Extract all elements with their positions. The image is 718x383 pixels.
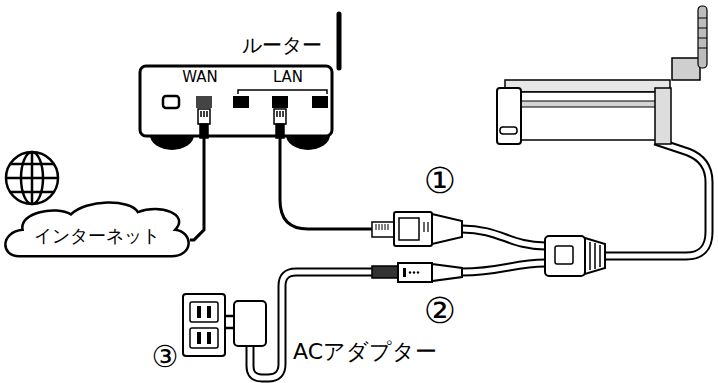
camera <box>497 88 521 144</box>
camera-cable <box>462 229 545 246</box>
dc-connector <box>409 271 411 273</box>
router-body <box>238 90 327 94</box>
ac-adapter <box>190 328 218 348</box>
rj45-plug <box>198 109 210 124</box>
camera-cable <box>462 263 545 272</box>
rj45-plug <box>200 124 208 138</box>
camera <box>497 6 707 144</box>
lan-connector <box>399 218 419 240</box>
cable-junction <box>555 246 573 264</box>
rj45-plug <box>274 109 286 124</box>
network-cable <box>190 135 204 240</box>
router: ルーター WAN LAN <box>140 28 335 135</box>
lan-cable <box>280 136 374 229</box>
cable-junction <box>585 238 605 274</box>
camera-cable <box>462 263 545 272</box>
camera <box>698 6 707 68</box>
router-body <box>233 96 249 108</box>
lan-connector <box>432 214 462 244</box>
camera <box>518 101 663 107</box>
dc-connector <box>398 263 432 282</box>
router-body <box>272 96 288 108</box>
camera <box>500 127 517 134</box>
globe-icon <box>6 152 58 204</box>
camera <box>672 58 700 80</box>
camera-cable <box>462 229 545 246</box>
camera <box>655 88 671 144</box>
router-body <box>163 96 179 108</box>
lan-connector <box>424 222 428 232</box>
port-label: WAN <box>182 68 218 87</box>
ac-adapter <box>183 294 266 356</box>
rj45-plug <box>277 111 283 117</box>
cable-junction <box>590 242 600 270</box>
rj45-plug <box>276 124 284 138</box>
cable-junction <box>545 236 605 276</box>
camera-cable <box>250 141 709 378</box>
cloud-outline <box>5 203 188 257</box>
rj45-plug <box>198 109 286 138</box>
dc-connector <box>372 266 398 278</box>
callout-number: ③ <box>152 338 179 376</box>
rj45-plug <box>201 111 207 117</box>
dc-connector <box>432 264 462 281</box>
router-body <box>337 14 342 68</box>
node-title: ルーター <box>242 33 322 58</box>
router-body <box>196 96 212 108</box>
camera <box>698 18 707 48</box>
router-body <box>140 66 332 136</box>
dc-connector <box>413 271 415 273</box>
port-label: LAN <box>273 68 303 87</box>
lan-connector <box>372 212 462 246</box>
node-title: インターネット <box>34 224 160 247</box>
ac-adapter <box>207 306 211 318</box>
cable-junction <box>545 236 585 276</box>
camera <box>505 80 670 92</box>
camera-cable <box>605 141 709 256</box>
lan-connector <box>376 224 388 230</box>
router-body <box>312 96 328 108</box>
dc-connector <box>372 263 462 282</box>
router-body <box>140 14 339 150</box>
camera-cable <box>605 141 709 256</box>
internet-cloud: インターネット <box>4 199 190 265</box>
globe-icon <box>6 152 58 204</box>
lan-connector <box>394 212 432 246</box>
part-label: ACアダプター <box>293 338 437 366</box>
callout-number: ② <box>424 288 456 333</box>
lan-connector <box>372 222 394 237</box>
lan-cable <box>280 136 374 229</box>
ac-adapter <box>207 332 211 344</box>
ac-adapter <box>183 294 225 356</box>
dc-connector <box>417 271 419 273</box>
camera <box>518 92 663 140</box>
callout-number: ① <box>424 158 456 203</box>
ac-adapter <box>234 301 266 346</box>
ac-adapter <box>190 302 218 322</box>
globe-icon <box>10 164 54 192</box>
ac-adapter <box>197 306 201 318</box>
globe-icon <box>6 177 58 180</box>
dc-connector <box>403 268 406 277</box>
ac-adapter <box>197 332 201 344</box>
